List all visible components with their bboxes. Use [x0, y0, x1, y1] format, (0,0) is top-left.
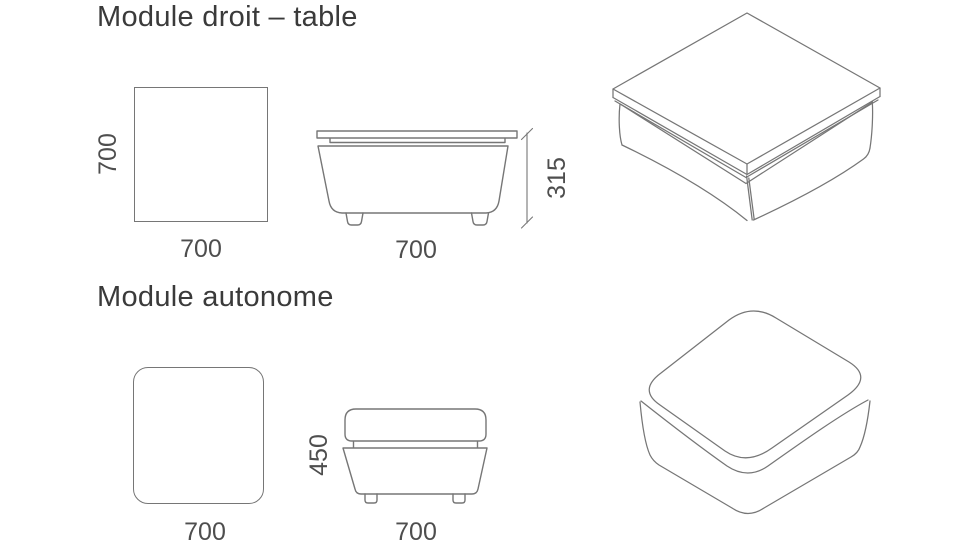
dimension-tick-bottom — [520, 216, 534, 229]
elevation-width-dimension-table: 700 — [395, 236, 437, 264]
iso-pouf-cushion-face — [648, 310, 862, 459]
isometric-view-pouf — [639, 310, 871, 515]
dimension-tick-top — [520, 127, 534, 141]
elevation-height-dimension-pouf: 450 — [305, 434, 333, 476]
iso-pouf-base — [639, 400, 871, 515]
iso-body-right-edge — [869, 101, 874, 149]
tabletop-lip — [329, 137, 506, 144]
iso-tabletop-face — [612, 12, 881, 165]
plan-width-dimension-pouf: 700 — [184, 518, 226, 546]
iso-body-bottom-left-edge — [621, 144, 748, 222]
pouf-foot-left — [364, 493, 378, 504]
front-elevation-table — [316, 127, 534, 229]
pouf-cushion — [344, 408, 487, 442]
table-foot-left — [345, 212, 364, 226]
plan-view-pouf — [133, 367, 264, 504]
isometric-view-table — [612, 12, 881, 222]
iso-body-left-edge — [618, 103, 623, 146]
section-title-module-droit-table: Module droit – table — [97, 1, 358, 33]
tabletop-slab — [316, 130, 518, 139]
elevation-width-dimension-pouf: 700 — [395, 518, 437, 546]
iso-body-front-corner — [745, 175, 755, 221]
iso-slab-underside — [612, 95, 881, 176]
iso-body-bottom-right-edge — [752, 147, 871, 221]
elevation-height-dimension-table: 315 — [543, 157, 571, 199]
pouf-base — [342, 447, 488, 495]
table-body — [317, 145, 509, 214]
pouf-foot-right — [452, 493, 466, 504]
table-foot-right — [470, 212, 490, 226]
plan-view-table — [134, 87, 268, 222]
pouf-cushion-ticks — [352, 441, 479, 449]
plan-width-dimension-table: 700 — [180, 235, 222, 263]
plan-depth-dimension-table: 700 — [94, 133, 122, 175]
iso-body-top-edge — [620, 101, 874, 185]
front-elevation-pouf — [342, 408, 488, 504]
iso-pouf-rim — [640, 399, 869, 474]
section-title-module-autonome: Module autonome — [97, 281, 334, 313]
